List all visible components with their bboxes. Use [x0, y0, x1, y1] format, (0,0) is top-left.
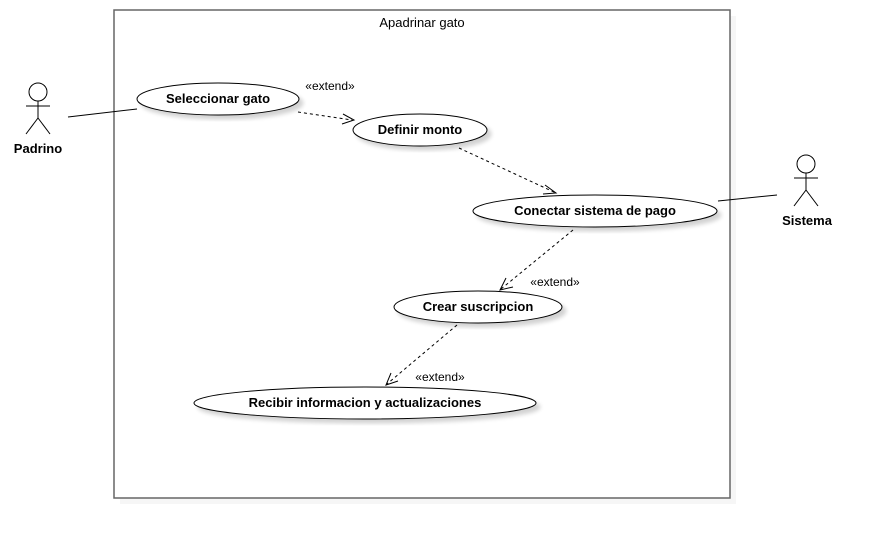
use-case-crear-suscripcion[interactable]: Crear suscripcion — [393, 290, 563, 324]
actor-padrino[interactable]: Padrino — [14, 82, 62, 156]
dependency-definir-conectar[interactable] — [458, 147, 558, 195]
use-case-recibir-informacion[interactable]: Recibir informacion y actualizaciones — [193, 386, 537, 420]
use-case-label: Conectar sistema de pago — [514, 203, 676, 218]
extend-label: «extend» — [530, 275, 580, 289]
use-case-label: Crear suscripcion — [423, 299, 534, 314]
use-case-label: Definir monto — [378, 122, 463, 137]
use-case-conectar-sistema-de-pago[interactable]: Conectar sistema de pago — [472, 194, 718, 228]
extend-seleccionar-definir[interactable]: «extend» — [297, 79, 356, 125]
system-title: Apadrinar gato — [379, 15, 464, 30]
association-conectar-sistema[interactable] — [717, 194, 778, 202]
extend-label: «extend» — [305, 79, 355, 93]
extend-label: «extend» — [415, 370, 465, 384]
actor-label: Sistema — [782, 213, 833, 228]
use-case-seleccionar-gato[interactable]: Seleccionar gato — [136, 82, 300, 116]
actor-label: Padrino — [14, 141, 62, 156]
stick-figure-icon — [25, 82, 51, 135]
use-case-definir-monto[interactable]: Definir monto — [352, 113, 488, 147]
use-case-label: Seleccionar gato — [166, 91, 270, 106]
association-padrino-seleccionar[interactable] — [67, 108, 138, 118]
extend-crear-recibir[interactable]: «extend» — [385, 324, 465, 386]
actor-sistema[interactable]: Sistema — [782, 154, 833, 228]
stick-figure-icon — [793, 154, 819, 207]
use-case-label: Recibir informacion y actualizaciones — [249, 395, 482, 410]
extend-conectar-crear[interactable]: «extend» — [499, 229, 580, 291]
